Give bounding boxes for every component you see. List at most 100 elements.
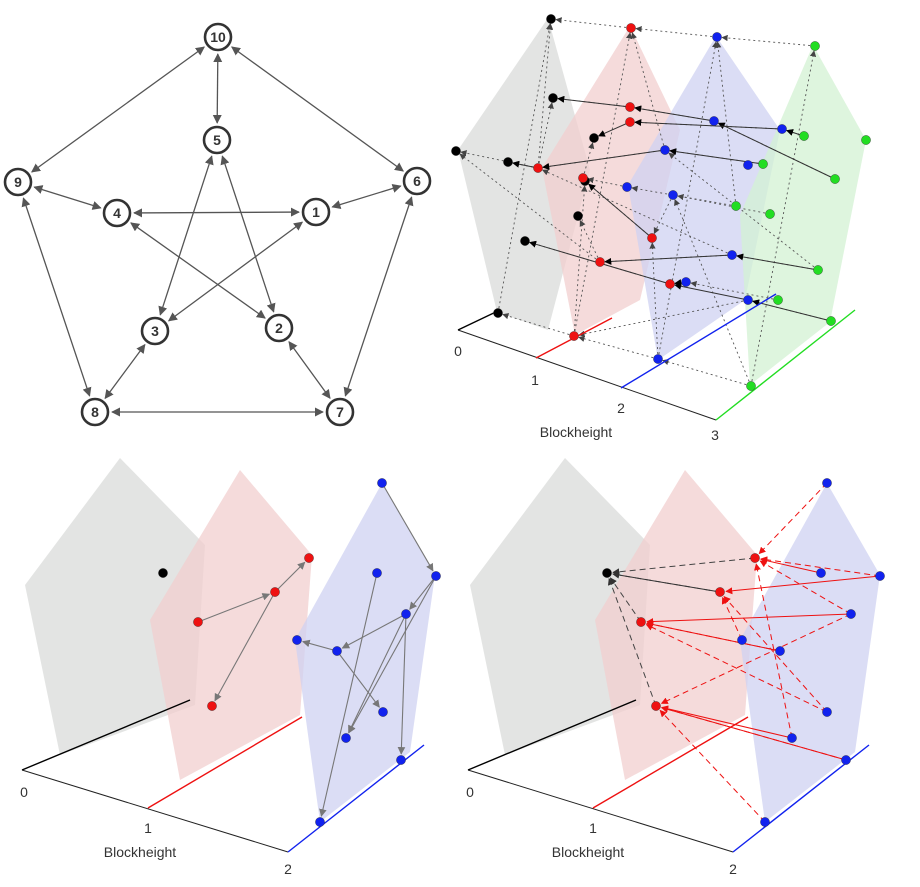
block-axis-1 bbox=[592, 716, 749, 809]
block-node-height-0 bbox=[158, 568, 168, 578]
block-node-height-2 bbox=[401, 609, 411, 619]
block-axis-2 bbox=[620, 293, 777, 389]
graph-edge bbox=[130, 222, 266, 319]
block-node-height-1 bbox=[578, 173, 588, 183]
dag-parent-link bbox=[674, 282, 749, 301]
dag-parent-link bbox=[634, 119, 783, 130]
block-node-height-2 bbox=[727, 250, 737, 260]
graph-node bbox=[325, 397, 355, 427]
blockheight-axis bbox=[21, 769, 289, 853]
x-axis-label: Blockheight bbox=[104, 844, 176, 860]
dag-reference-link bbox=[635, 25, 718, 38]
block-node-height-2 bbox=[660, 145, 670, 155]
block-node-height-2 bbox=[875, 571, 885, 581]
graph-node-label: 4 bbox=[113, 205, 121, 221]
block-node-height-2 bbox=[709, 116, 719, 126]
block-node-height-2 bbox=[737, 635, 747, 645]
dag-parent-link bbox=[348, 613, 407, 734]
dag-parent-link bbox=[736, 253, 819, 271]
block-node-height-1 bbox=[750, 553, 760, 563]
block-node-height-2 bbox=[372, 568, 382, 578]
block-node-height-0 bbox=[546, 14, 556, 24]
x-axis-label: Blockheight bbox=[540, 424, 612, 440]
dag-reference-link bbox=[578, 299, 749, 337]
block-node-height-1 bbox=[626, 23, 636, 33]
block-node-height-2 bbox=[777, 124, 787, 134]
block-node-height-0 bbox=[573, 211, 583, 221]
graph-node bbox=[202, 125, 232, 155]
axis-tick-label: 0 bbox=[20, 784, 28, 800]
block-node-height-3 bbox=[810, 41, 820, 51]
graph-node bbox=[264, 313, 294, 343]
graph-edge bbox=[220, 155, 276, 313]
block-node-height-2 bbox=[292, 635, 302, 645]
block-node-height-2 bbox=[846, 609, 856, 619]
dag-parent-link bbox=[302, 639, 338, 652]
graph-node-label: 8 bbox=[91, 404, 99, 420]
dag-parent-link bbox=[336, 650, 380, 708]
dag-parent-link bbox=[341, 613, 407, 649]
graph-node bbox=[80, 397, 110, 427]
graph-node bbox=[3, 167, 33, 197]
block-node-height-3 bbox=[758, 159, 768, 169]
dag-reference-link bbox=[677, 193, 771, 215]
block-node-height-2 bbox=[622, 182, 632, 192]
block-node-height-2 bbox=[712, 32, 722, 42]
block-node-height-2 bbox=[822, 478, 832, 488]
dag-reference-link bbox=[659, 709, 766, 823]
block-node-height-2 bbox=[841, 755, 851, 765]
block-node-height-3 bbox=[799, 131, 809, 141]
graph-node-label: 5 bbox=[213, 132, 221, 148]
block-axis-1 bbox=[147, 716, 303, 809]
block-node-height-3 bbox=[861, 135, 871, 145]
dag-parent-link bbox=[604, 254, 733, 265]
dag-reference-link bbox=[759, 560, 852, 615]
dag-reference-link bbox=[645, 624, 828, 713]
block-axis-0 bbox=[457, 309, 501, 331]
graph-edge bbox=[288, 341, 331, 399]
graph-edge bbox=[31, 46, 205, 173]
graph-node bbox=[301, 197, 331, 227]
dag-reference-link bbox=[760, 556, 881, 577]
graph-node bbox=[102, 198, 132, 228]
dag-parent-link bbox=[381, 482, 434, 572]
block-node-height-2 bbox=[377, 478, 387, 488]
block-node-height-1 bbox=[569, 331, 579, 341]
block-node-height-1 bbox=[625, 117, 635, 127]
block-node-height-1 bbox=[270, 587, 280, 597]
block-node-height-2 bbox=[743, 160, 753, 170]
dag-parent-link bbox=[214, 591, 276, 702]
dag-reference-link bbox=[668, 152, 819, 271]
block-node-height-2 bbox=[743, 295, 753, 305]
dag-parent-link bbox=[634, 105, 715, 122]
graph-node-label: 3 bbox=[151, 323, 159, 339]
block-plane-0 bbox=[470, 458, 650, 755]
graph-edge bbox=[331, 184, 402, 209]
dag-reference-link bbox=[750, 50, 817, 387]
block-node-height-1 bbox=[533, 163, 543, 173]
dag-parent-link bbox=[661, 705, 847, 761]
axis-tick-label: 0 bbox=[466, 784, 474, 800]
dag-parent-link bbox=[319, 572, 378, 817]
block-node-height-3 bbox=[830, 174, 840, 184]
graph-node bbox=[402, 166, 432, 196]
axis-tick-label: 1 bbox=[589, 820, 597, 836]
axis-tick-label: 0 bbox=[454, 343, 462, 359]
dag-reference-link bbox=[460, 150, 539, 169]
block-node-height-1 bbox=[304, 553, 314, 563]
dag-reference-link bbox=[578, 335, 659, 360]
dag-reference-link bbox=[612, 557, 756, 576]
block-node-height-0 bbox=[451, 146, 461, 156]
dag-parent-link bbox=[717, 122, 836, 180]
dag-parent-link bbox=[348, 575, 437, 734]
block-node-height-1 bbox=[207, 701, 217, 711]
block-node-height-1 bbox=[625, 102, 635, 112]
graph-edge bbox=[343, 196, 414, 397]
block-plane-2 bbox=[295, 483, 435, 822]
axis-tick-label: 2 bbox=[284, 861, 292, 877]
block-node-height-2 bbox=[787, 733, 797, 743]
block-node-height-2 bbox=[431, 571, 441, 581]
dag-parent-link bbox=[646, 621, 781, 652]
block-node-height-2 bbox=[315, 817, 325, 827]
